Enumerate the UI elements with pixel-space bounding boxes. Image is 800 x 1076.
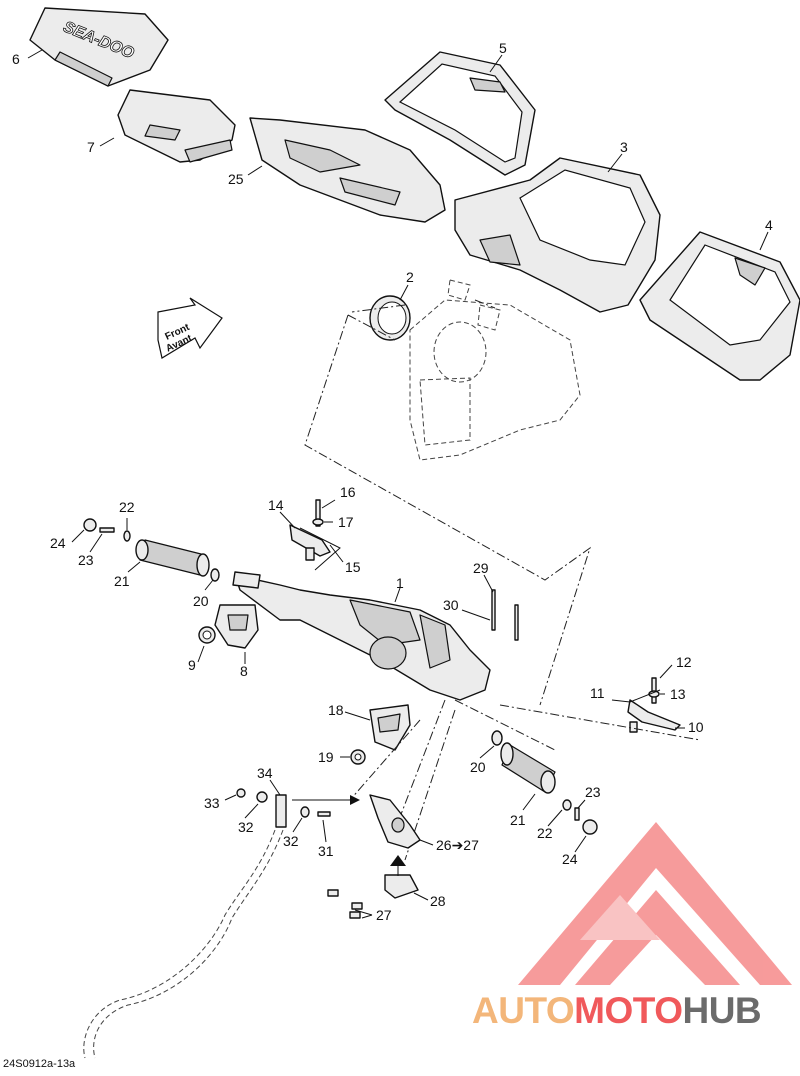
part-1-handlebar[interactable] xyxy=(232,571,491,701)
callout-15: 15 xyxy=(345,559,361,575)
callout-31: 31 xyxy=(318,843,334,859)
callout-22-right: 22 xyxy=(537,825,553,841)
callout-5: 5 xyxy=(499,40,507,56)
callout-19: 19 xyxy=(318,749,334,765)
front-direction-arrow-icon: Front Avant xyxy=(157,297,223,359)
callout-34: 34 xyxy=(257,765,273,781)
part-30-bolt[interactable] xyxy=(514,604,519,641)
part-14-lever[interactable] xyxy=(289,524,331,557)
callout-20-left: 20 xyxy=(193,593,209,609)
part-19-washer[interactable] xyxy=(350,749,366,765)
callout-30: 30 xyxy=(443,597,459,613)
callout-27: 27 xyxy=(376,907,392,923)
part-34-cable-end[interactable] xyxy=(275,794,287,828)
callout-22-left: 22 xyxy=(119,499,135,515)
part-32-washer[interactable] xyxy=(256,791,268,803)
callout-32-b: 32 xyxy=(283,833,299,849)
callout-18: 18 xyxy=(328,702,344,718)
part-27-screws[interactable] xyxy=(327,889,363,919)
callout-6: 6 xyxy=(12,51,20,67)
part-33-nut[interactable] xyxy=(236,788,246,798)
part-20-ring-left[interactable] xyxy=(210,568,220,582)
callout-12: 12 xyxy=(676,654,692,670)
callout-7: 7 xyxy=(87,139,95,155)
part-18-switch-housing[interactable] xyxy=(369,704,411,751)
callout-24-right: 24 xyxy=(562,851,578,867)
callout-23-right: 23 xyxy=(585,784,601,800)
part-8-switch[interactable] xyxy=(214,604,259,649)
callout-29: 29 xyxy=(473,560,489,576)
callout-3: 3 xyxy=(620,139,628,155)
part-23-screw-left[interactable] xyxy=(99,527,115,533)
callout-9: 9 xyxy=(188,657,196,673)
callout-21-right: 21 xyxy=(510,812,526,828)
callout-23-left: 23 xyxy=(78,552,94,568)
part-4-shield[interactable] xyxy=(639,231,800,381)
brand-part2: MOTO xyxy=(574,990,683,1031)
callout-14: 14 xyxy=(268,497,284,513)
callout-21-left: 21 xyxy=(114,573,130,589)
part-28-clip[interactable] xyxy=(384,874,419,899)
callout-8: 8 xyxy=(240,663,248,679)
throttle-cable xyxy=(83,829,276,1059)
callout-24-left: 24 xyxy=(50,535,66,551)
part-22-washer-right[interactable] xyxy=(562,799,572,811)
part-32-washer-b[interactable] xyxy=(300,806,310,818)
brand-watermark: AUTOMOTOHUB xyxy=(472,990,800,1032)
part-3-housing[interactable] xyxy=(454,157,661,313)
callout-25: 25 xyxy=(228,171,244,187)
part-5-frame[interactable] xyxy=(384,51,536,176)
part-10-lever-right[interactable] xyxy=(627,699,681,731)
part-31-screw[interactable] xyxy=(317,811,331,817)
callout-16: 16 xyxy=(340,484,356,500)
callout-2: 2 xyxy=(406,269,414,285)
part-24-cap-right[interactable] xyxy=(582,819,598,835)
part-21-grip-left[interactable] xyxy=(135,539,210,577)
part-20-ring-right[interactable] xyxy=(491,730,503,746)
callout-1: 1 xyxy=(396,575,404,591)
brand-part1: AUTO xyxy=(472,990,575,1031)
part-26-bracket[interactable] xyxy=(369,794,421,849)
part-24-cap-left[interactable] xyxy=(83,518,97,532)
callout-33: 33 xyxy=(204,795,220,811)
brand-part3: HUB xyxy=(682,990,762,1031)
part-22-washer-left[interactable] xyxy=(123,530,131,542)
callout-13: 13 xyxy=(670,686,686,702)
part-2-ring[interactable] xyxy=(369,295,411,341)
part-21-grip-right[interactable] xyxy=(500,742,556,794)
ghost-assembly xyxy=(409,279,581,461)
part-15-spring[interactable] xyxy=(305,547,315,561)
callout-28: 28 xyxy=(430,893,446,909)
part-6-cover[interactable]: SEA-DOO xyxy=(29,7,169,87)
callout-17: 17 xyxy=(338,514,354,530)
part-7-cover[interactable] xyxy=(117,89,236,163)
part-16-bolt[interactable] xyxy=(315,499,321,527)
part-9-washer[interactable] xyxy=(198,626,216,644)
diagram-code: 24S0912a-13a xyxy=(3,1058,76,1070)
part-17-nut[interactable] xyxy=(312,518,324,526)
part-11-spring-right[interactable] xyxy=(629,721,638,733)
part-29-bolt[interactable] xyxy=(491,589,496,631)
part-25-bracket[interactable] xyxy=(249,117,446,223)
callout-26-27: 26➔27 xyxy=(436,837,479,853)
callout-11: 11 xyxy=(590,685,605,701)
callout-4: 4 xyxy=(765,217,773,233)
callout-32-a: 32 xyxy=(238,819,254,835)
watermark-logo-icon xyxy=(518,822,792,985)
callout-10: 10 xyxy=(688,719,704,735)
part-23-screw-right[interactable] xyxy=(574,807,580,821)
callout-20-right: 20 xyxy=(470,759,486,775)
